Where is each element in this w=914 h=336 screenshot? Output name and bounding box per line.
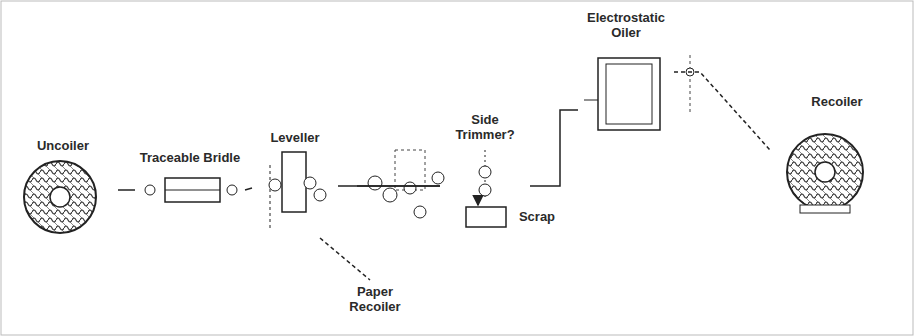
strip-path [320, 238, 370, 280]
strip-path [674, 72, 770, 150]
station-label: Electrostatic Oiler [578, 10, 674, 40]
strip-path [530, 110, 578, 186]
strip-path [338, 185, 440, 187]
station-label: Side Trimmer? [440, 112, 530, 142]
recoiler-station: Recoiler [770, 92, 904, 216]
bridle-station: Traceable Bridle [135, 140, 245, 206]
station-label: Recoiler [770, 94, 904, 109]
strip-path [245, 188, 252, 190]
strip-path [477, 202, 479, 205]
strip-path [118, 189, 135, 191]
station-label: Scrap [512, 209, 562, 224]
paper-recoiler-label-node: Paper Recoiler [330, 280, 420, 330]
station-label: Paper Recoiler [330, 284, 420, 314]
scrap-box: Scrap [462, 205, 562, 229]
uncoiler-station: Uncoiler [8, 130, 118, 240]
station-label: Uncoiler [8, 138, 118, 153]
leveller-station: Leveller [252, 120, 338, 238]
station-label: Leveller [252, 130, 338, 145]
trimmer-station: Side Trimmer? [440, 108, 530, 202]
station-label: Traceable Bridle [135, 150, 245, 165]
oiler-station: Electrostatic Oiler [578, 6, 674, 134]
